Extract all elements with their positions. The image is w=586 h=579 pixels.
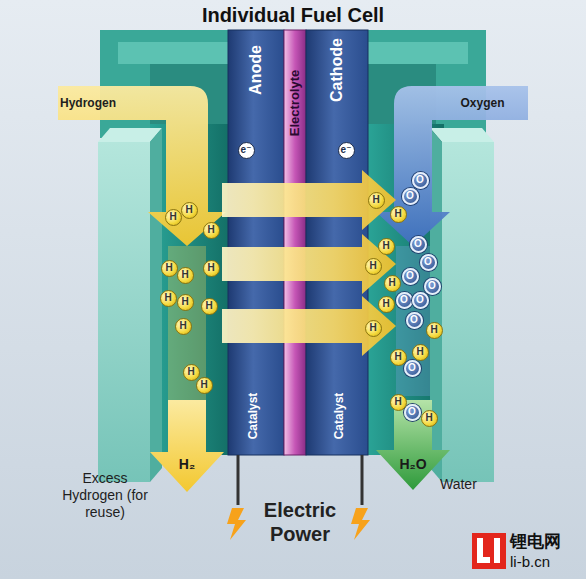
atom-symbol: H [382, 299, 389, 309]
atom-symbol: H [425, 413, 432, 423]
atom-symbol: O [428, 281, 436, 291]
arrow-label: Oxygen [460, 96, 504, 110]
atom-symbol: H [382, 241, 389, 251]
outlet-note: Water [440, 476, 510, 493]
hydrogen-atom: H [203, 260, 220, 277]
oxygen-atom: O [396, 292, 413, 309]
water-hydrogen-atom: H [421, 410, 438, 427]
atom-symbol: O [410, 315, 418, 325]
output-label: Electric Power [248, 498, 352, 546]
atom-symbol: O [408, 407, 416, 417]
atom-symbol: H [179, 321, 186, 331]
oxygen-atom: O [424, 278, 441, 295]
watermark-text: li-b.cn [510, 553, 580, 571]
atom-symbol: H [207, 225, 214, 235]
atom-symbol: H [181, 270, 188, 280]
oxygen-atom: O [406, 312, 423, 329]
oxygen-atom: O [410, 236, 427, 253]
water-hydrogen-atom: H [390, 394, 407, 411]
atom-symbol: H [394, 397, 401, 407]
anode-label: Anode [247, 45, 265, 95]
watermark-logo [472, 533, 506, 569]
hydrogen-atom: H [160, 290, 177, 307]
atom-symbol: O [406, 271, 414, 281]
hydrogen-atom: H [203, 222, 220, 239]
arrow-label: Hydrogen [60, 96, 116, 110]
hydrogen-atom: H [175, 318, 192, 335]
oxygen-atom: O [412, 172, 429, 189]
atom-symbol: O [406, 191, 414, 201]
arrow-label: H₂O [399, 456, 426, 473]
atom-symbol: H [200, 380, 207, 390]
oxygen-atom: O [402, 268, 419, 285]
atom-symbol: O [408, 363, 416, 373]
atom-symbol: H [416, 347, 423, 357]
atom-symbol: H [394, 209, 401, 219]
atom-symbol: O [400, 295, 408, 305]
electrolyte-label: Electrolyte [288, 70, 303, 136]
atom-symbol: H [187, 367, 194, 377]
atom-symbol: H [369, 323, 376, 333]
atom-symbol: H [430, 325, 437, 335]
outlet-note: Excess Hydrogen (for reuse) [58, 470, 152, 520]
atom-symbol: H [165, 263, 172, 273]
catalyst-label: Catalyst [247, 393, 261, 440]
atom-symbol: H [372, 195, 379, 205]
proton-arrows [222, 170, 396, 356]
hydrogen-ion: H [384, 275, 401, 292]
oxygen-inlet-arrow: Oxygen [440, 88, 525, 118]
atom-symbol: H [207, 263, 214, 273]
atom-symbol: H [205, 301, 212, 311]
atom-symbol: H [369, 261, 376, 271]
electrolyte-layer: Electrolyte [284, 30, 306, 455]
water-outlet-arrow: H₂O [384, 452, 442, 476]
hydrogen-atom: H [161, 260, 178, 277]
hydrogen-ion: H [365, 320, 382, 337]
diagram-title: Individual Fuel Cell [0, 3, 586, 27]
hydrogen-atom: H [177, 267, 194, 284]
hydrogen-atom: H [177, 294, 194, 311]
hydrogen-atom: H [181, 202, 198, 219]
atom-symbol: H [164, 293, 171, 303]
oxygen-atom: O [420, 254, 437, 271]
electron-symbol: e⁻ [241, 145, 252, 155]
oxygen-atom: O [402, 188, 419, 205]
hydrogen-atom: H [196, 377, 213, 394]
water-oxygen-atom: O [404, 360, 421, 377]
arrow-label: H₂ [179, 456, 195, 473]
atom-symbol: H [169, 212, 176, 222]
electron-symbol: e⁻ [341, 145, 352, 155]
electron: e⁻ [338, 142, 355, 159]
atom-symbol: H [181, 297, 188, 307]
hydrogen-ion: H [378, 238, 395, 255]
gas-flow-arrows [58, 86, 528, 492]
atom-symbol: H [185, 205, 192, 215]
atom-symbol: H [388, 278, 395, 288]
hydrogen-ion: H [368, 192, 385, 209]
electron: e⁻ [238, 142, 255, 159]
atom-symbol: H [394, 352, 401, 362]
atom-symbol: O [424, 257, 432, 267]
hydrogen-atom: H [201, 298, 218, 315]
hydrogen-ion: H [426, 322, 443, 339]
water-hydrogen-atom: H [412, 344, 429, 361]
water-hydrogen-atom: H [390, 349, 407, 366]
atom-symbol: O [414, 239, 422, 249]
cell-plates [228, 30, 368, 455]
oxygen-atom: O [412, 292, 429, 309]
cathode-label: Cathode [328, 38, 346, 102]
catalyst-label: Catalyst [333, 393, 347, 440]
hydrogen-ion: H [390, 206, 407, 223]
hydrogen-ion: H [378, 296, 395, 313]
atom-symbol: O [416, 295, 424, 305]
cathode-plate: CathodeCatalyst e⁻ [306, 30, 368, 455]
hydrogen-outlet-arrow: H₂ [158, 452, 216, 476]
hydrogen-atom: H [165, 209, 182, 226]
atom-symbol: O [416, 175, 424, 185]
hydrogen-atom: H [183, 364, 200, 381]
anode-plate: AnodeCatalyst e⁻ [228, 30, 284, 455]
hydrogen-inlet-arrow: Hydrogen [60, 88, 160, 118]
watermark-text: 锂电网 [510, 532, 580, 552]
hydrogen-ion: H [365, 258, 382, 275]
